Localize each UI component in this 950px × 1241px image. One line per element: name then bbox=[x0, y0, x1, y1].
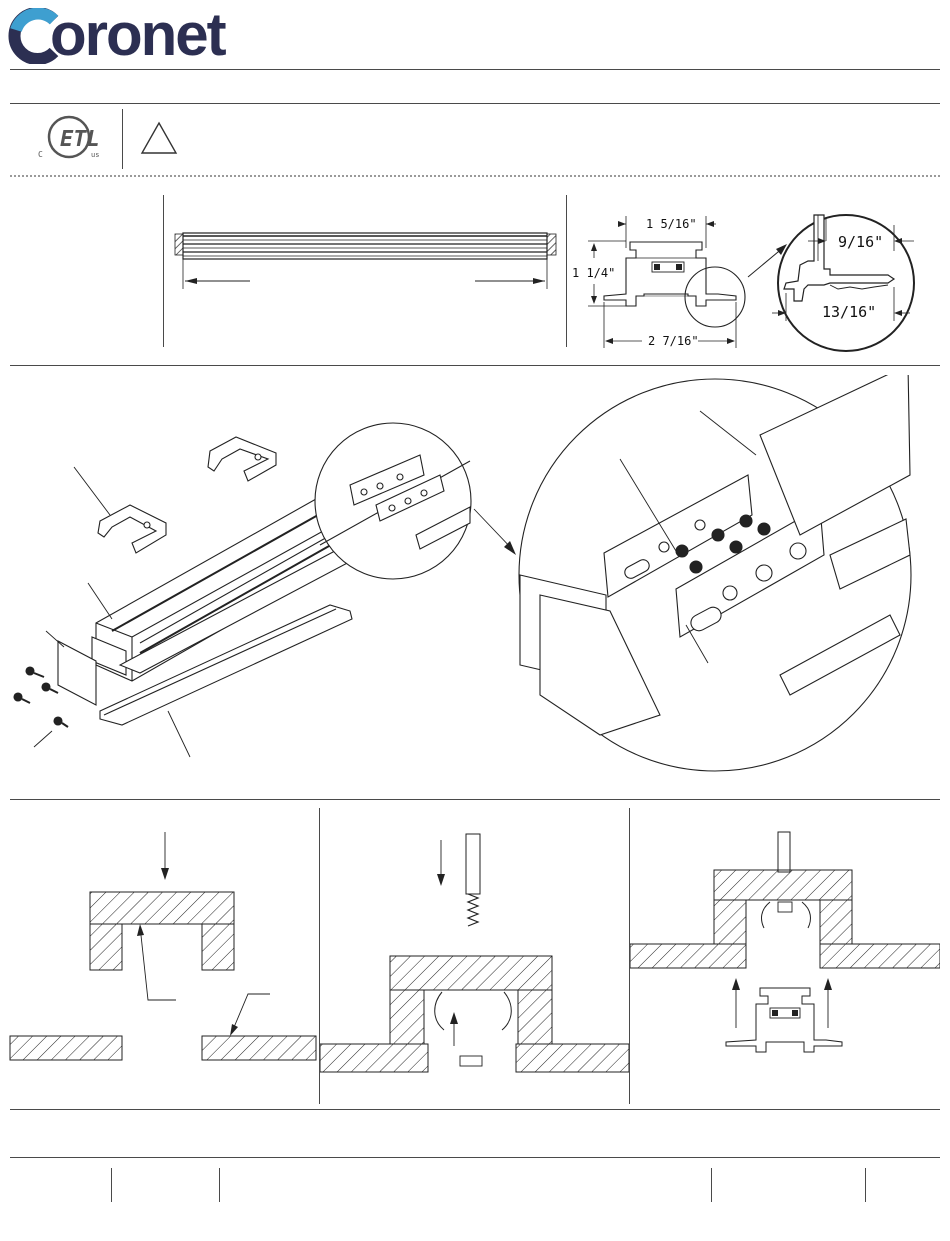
dim-detail-upper: 9/16" bbox=[838, 233, 883, 251]
header-rule bbox=[10, 69, 940, 70]
dim-top-width: 1 5/16" bbox=[646, 217, 697, 231]
etl-us-label: us bbox=[91, 151, 99, 159]
warning-triangle-icon bbox=[140, 121, 178, 160]
cert-divider bbox=[122, 109, 123, 169]
section-rule-1 bbox=[10, 103, 940, 104]
dim-height: 1 1/4" bbox=[572, 266, 615, 280]
footer-divider-3 bbox=[711, 1168, 712, 1202]
install-step-1-drawing bbox=[8, 820, 318, 1080]
section-rule-2 bbox=[10, 365, 940, 366]
extrusion-length-drawing bbox=[170, 225, 560, 295]
etl-listed-mark: ETL C us bbox=[36, 113, 106, 165]
dim-bottom-width: 2 7/16" bbox=[648, 334, 699, 348]
install-step-3-drawing bbox=[630, 820, 940, 1080]
dim-divider-left bbox=[163, 195, 164, 347]
section-rule-4 bbox=[10, 1109, 940, 1110]
brand-wordmark: oronet bbox=[50, 5, 225, 65]
footer-top-rule bbox=[10, 1157, 940, 1158]
dim-detail-lower: 13/16" bbox=[822, 303, 876, 321]
footer-divider-2 bbox=[219, 1168, 220, 1202]
exploded-assembly-drawing bbox=[0, 375, 950, 790]
etl-c-label: C bbox=[38, 150, 43, 159]
dotted-divider bbox=[10, 175, 940, 177]
section-rule-3 bbox=[10, 799, 940, 800]
install-step-2-drawing bbox=[320, 820, 629, 1080]
footer-divider-1 bbox=[111, 1168, 112, 1202]
edge-detail-drawing: 9/16" 13/16" bbox=[738, 205, 938, 363]
dim-divider-right bbox=[566, 195, 567, 347]
footer-divider-4 bbox=[865, 1168, 866, 1202]
svg-text:ETL: ETL bbox=[60, 127, 100, 152]
cross-section-drawing: 1 5/16" 1 1/4" 2 7/16" bbox=[568, 198, 748, 358]
brand-logo: oronet bbox=[8, 8, 268, 64]
